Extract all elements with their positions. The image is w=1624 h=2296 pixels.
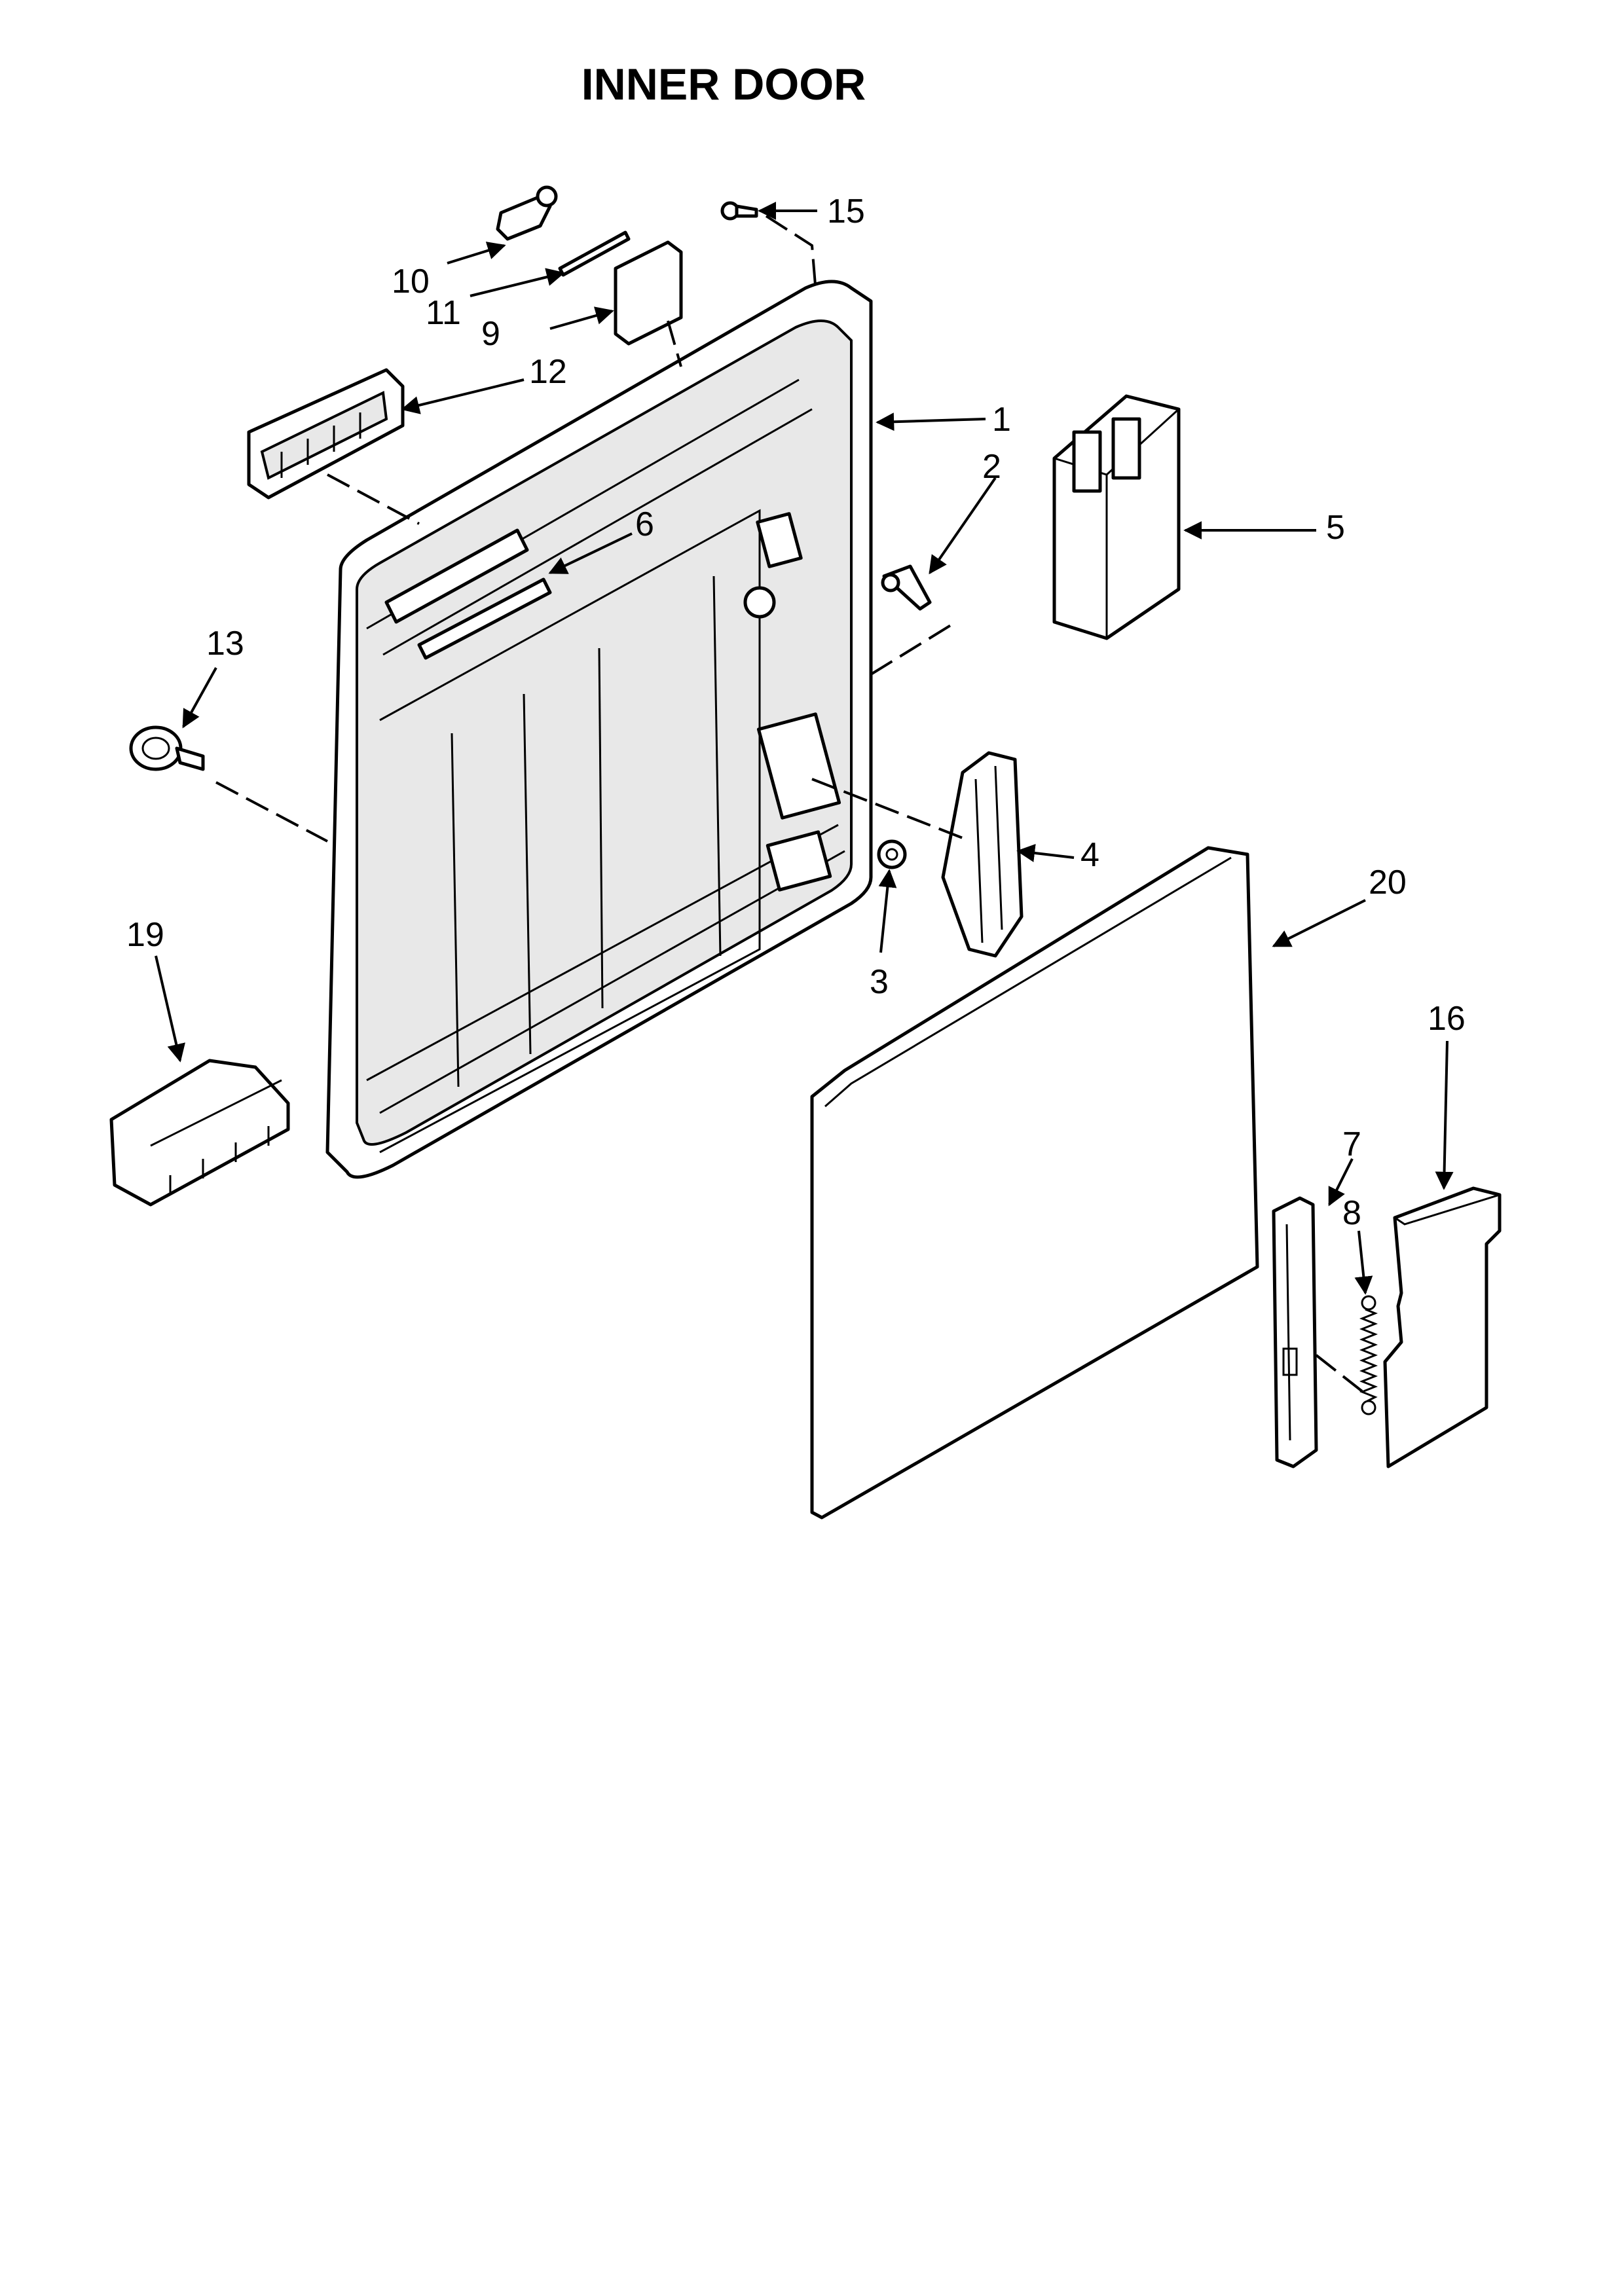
alignment-lines bbox=[215, 215, 1363, 1393]
part-8-spring bbox=[1359, 1295, 1378, 1415]
callout-1: 1 bbox=[992, 401, 1011, 439]
part-20-outer-panel bbox=[810, 846, 1259, 1520]
part-15-screw bbox=[720, 201, 758, 221]
callout-7: 7 bbox=[1342, 1125, 1361, 1163]
callout-2: 2 bbox=[982, 448, 1001, 486]
part-19-end-cap bbox=[109, 1059, 290, 1207]
part-1-inner-door-panel bbox=[325, 280, 873, 1179]
callout-16: 16 bbox=[1428, 1000, 1466, 1038]
part-7-slide-bracket bbox=[1272, 1196, 1318, 1468]
part-9-latch-cover bbox=[614, 240, 683, 346]
callout-8: 8 bbox=[1342, 1194, 1361, 1232]
callout-5: 5 bbox=[1326, 509, 1345, 547]
part-16-side-cover bbox=[1383, 1186, 1502, 1468]
part-6-trim-strip bbox=[384, 528, 552, 660]
callout-19: 19 bbox=[126, 916, 164, 954]
callout-20: 20 bbox=[1369, 864, 1407, 902]
callout-10: 10 bbox=[392, 263, 430, 301]
callout-leaders bbox=[155, 202, 1454, 1295]
callout-11: 11 bbox=[426, 294, 461, 332]
callout-13: 13 bbox=[206, 625, 244, 663]
part-2-latch-strike bbox=[881, 564, 932, 611]
callout-15: 15 bbox=[827, 192, 865, 230]
callout-9: 9 bbox=[481, 315, 500, 353]
callout-12: 12 bbox=[529, 353, 567, 391]
part-10-spring-clip bbox=[496, 185, 558, 241]
part-13-knob bbox=[129, 725, 205, 771]
callout-4: 4 bbox=[1080, 836, 1099, 874]
part-4-hinge-bracket bbox=[941, 751, 1024, 958]
callout-6: 6 bbox=[635, 505, 654, 543]
part-3-grommet bbox=[877, 839, 907, 869]
part-5-control-module bbox=[1052, 394, 1181, 640]
callout-3: 3 bbox=[870, 963, 889, 1001]
callout-labels: 1 2 3 4 5 6 7 8 9 10 11 12 13 15 16 19 2… bbox=[126, 192, 1466, 1232]
part-12-handle bbox=[247, 368, 405, 500]
diagram-title: INNER DOOR bbox=[581, 60, 866, 109]
